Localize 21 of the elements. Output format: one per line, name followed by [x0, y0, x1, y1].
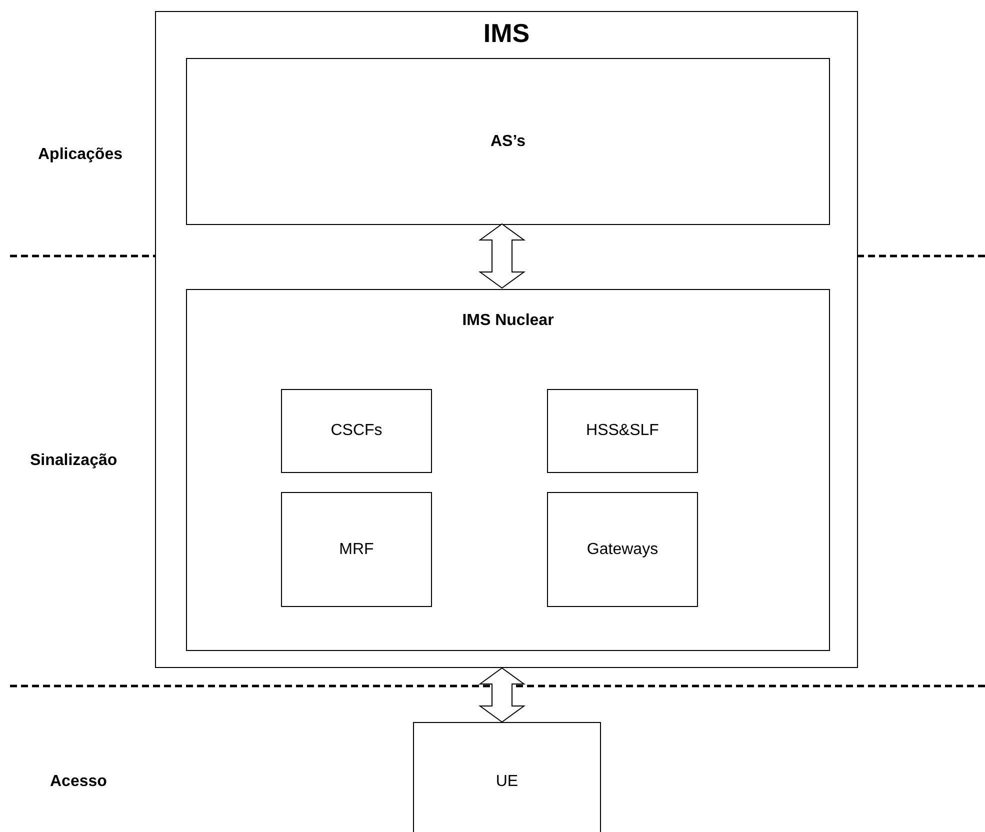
- box-label: Gateways: [586, 540, 660, 558]
- box-label: CSCFs: [330, 422, 384, 440]
- process-box: [413, 722, 601, 832]
- double-arrow: [478, 667, 526, 723]
- box-label: MRF: [338, 540, 375, 558]
- layer-label: Acesso: [50, 773, 107, 791]
- process-box: [155, 11, 858, 668]
- process-box: [186, 289, 830, 651]
- group-title: IMS: [482, 18, 531, 49]
- box-heading: IMS Nuclear: [461, 312, 555, 330]
- box-label: UE: [494, 773, 520, 791]
- process-box: [547, 389, 698, 473]
- double-arrow: [478, 223, 526, 289]
- layer-label: Sinalização: [30, 452, 118, 470]
- box-label: HSS&SLF: [585, 422, 660, 440]
- box-heading: AS’s: [490, 132, 526, 150]
- process-box: [547, 492, 698, 607]
- layer-label: Aplicações: [38, 146, 122, 164]
- process-box: [186, 58, 830, 225]
- process-box: [281, 492, 432, 607]
- process-box: [281, 389, 432, 473]
